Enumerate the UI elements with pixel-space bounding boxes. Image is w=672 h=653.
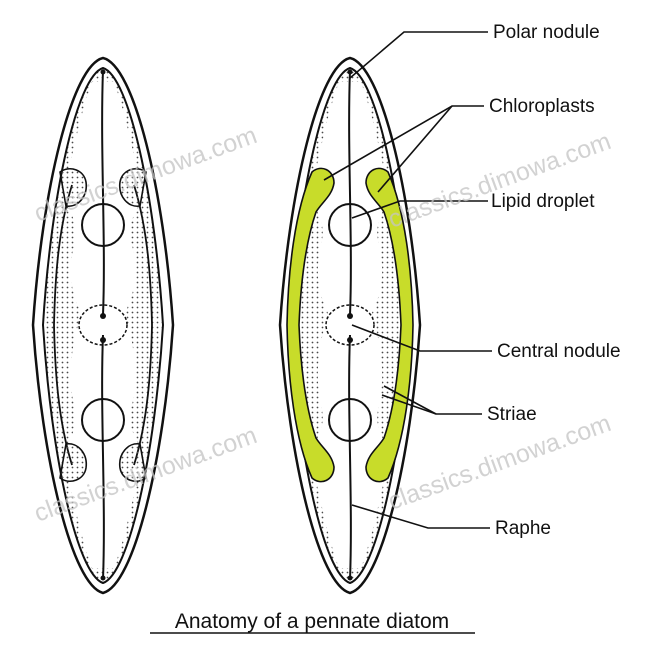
left-lobe-top-left xyxy=(59,168,88,207)
right-raphe-dot-upper xyxy=(347,313,353,319)
left-lobe-top-right xyxy=(118,168,147,207)
diatom-left xyxy=(31,56,175,595)
label-polar-nodule: Polar nodule xyxy=(493,22,600,43)
right-raphe-dot-lower xyxy=(347,337,353,343)
label-lipid-droplet: Lipid droplet xyxy=(491,191,595,212)
left-polar-dot-top xyxy=(100,69,106,75)
left-polar-dot-bottom xyxy=(100,575,106,581)
watermark-2: classics.dimowa.com xyxy=(384,127,614,234)
label-chloroplasts: Chloroplasts xyxy=(489,96,595,117)
leader-lines xyxy=(323,31,492,529)
label-raphe: Raphe xyxy=(495,518,551,539)
leader-lipid-droplet xyxy=(351,200,488,219)
watermark-4: classics.dimowa.com xyxy=(384,409,614,516)
leader-polar-nodule xyxy=(349,31,488,79)
diagram-caption: Anatomy of a pennate diatom xyxy=(175,610,449,633)
left-central-nodule xyxy=(78,304,128,346)
right-polar-dot-top xyxy=(347,69,353,75)
chloroplast-left xyxy=(286,167,335,483)
leader-striae-b xyxy=(383,385,437,415)
right-polar-dot-bottom xyxy=(347,575,353,581)
right-central-nodule xyxy=(325,304,375,346)
leader-raphe xyxy=(351,504,490,529)
right-raphe xyxy=(348,69,352,581)
label-central-nodule: Central nodule xyxy=(497,341,621,362)
left-lobe-bottom-right xyxy=(118,443,147,482)
left-raphe-dot-upper xyxy=(100,313,106,319)
left-lobe-bottom-left xyxy=(59,443,88,482)
left-raphe xyxy=(101,69,105,581)
diatom-right xyxy=(278,56,422,595)
left-inner-plasma-outline xyxy=(53,184,153,466)
label-striae: Striae xyxy=(487,404,537,425)
chloroplast-right xyxy=(365,167,414,483)
leader-central-nodule xyxy=(351,324,492,352)
left-raphe-dot-lower xyxy=(100,337,106,343)
leader-chloroplasts-b xyxy=(377,105,453,193)
